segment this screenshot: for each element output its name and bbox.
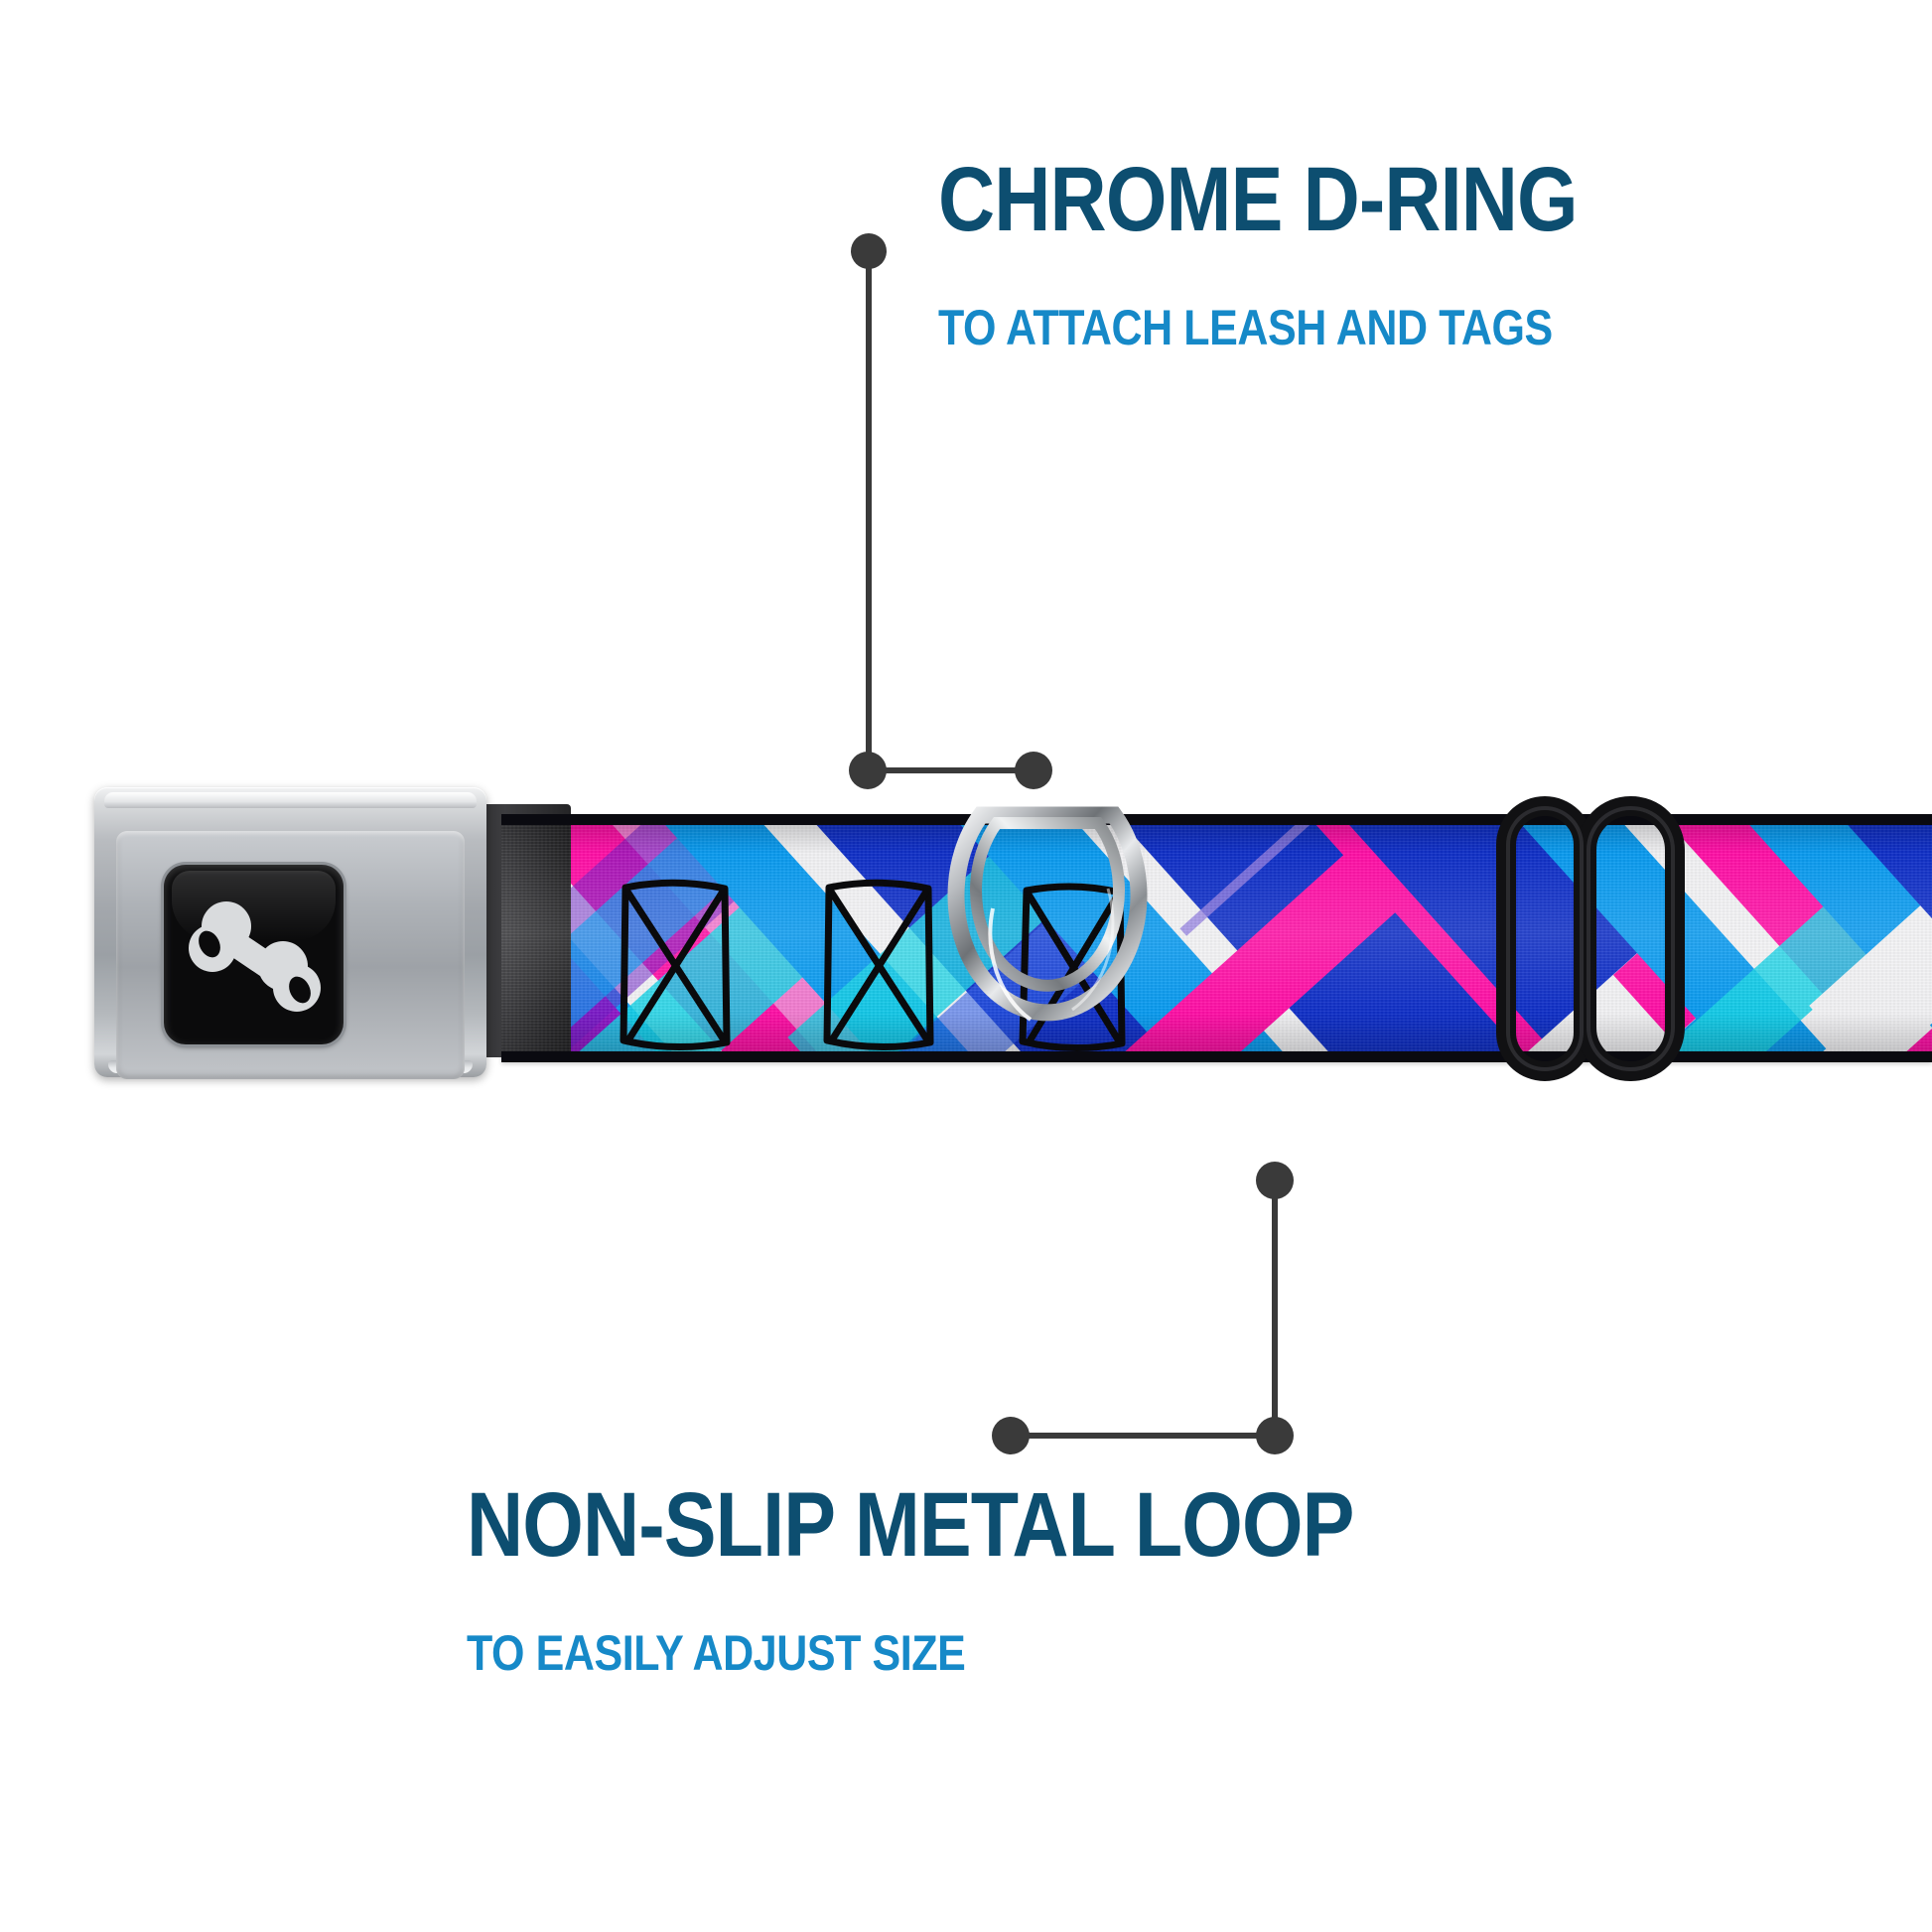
callout-title-non-slip-metal-loop: NON-SLIP METAL LOOP (467, 1474, 1354, 1576)
leader-line-horizontal-chrome (868, 767, 1033, 773)
dog-collar-product (0, 764, 1932, 1102)
stitch-box-1 (620, 879, 731, 1051)
seatbelt-buckle (94, 764, 571, 1102)
strap-edge-bottom (501, 1051, 1932, 1062)
callout-subtitle-non-slip-metal-loop: TO EASILY ADJUST SIZE (467, 1625, 966, 1681)
buckle-logo-plate (164, 865, 344, 1044)
callout-subtitle-chrome-d-ring: TO ATTACH LEASH AND TAGS (938, 300, 1553, 355)
collar-strap (501, 814, 1932, 1062)
chrome-d-ring (947, 806, 1148, 1022)
callout-title-chrome-d-ring: CHROME D-RING (938, 149, 1579, 250)
leader-line-vertical-loop (1272, 1179, 1278, 1440)
leader-dot-anchor-chrome (1015, 752, 1052, 789)
leader-line-vertical-chrome (866, 251, 872, 769)
stitch-box-2 (823, 879, 934, 1051)
strap-edge-top (501, 814, 1932, 825)
leader-dot-end-loop (992, 1417, 1030, 1454)
buckle-top-highlight (104, 792, 477, 808)
leader-line-horizontal-loop (1011, 1433, 1275, 1439)
metal-adjuster-loop (1496, 796, 1685, 1081)
buckle-body (94, 787, 486, 1079)
dog-bone-icon (189, 901, 321, 1012)
